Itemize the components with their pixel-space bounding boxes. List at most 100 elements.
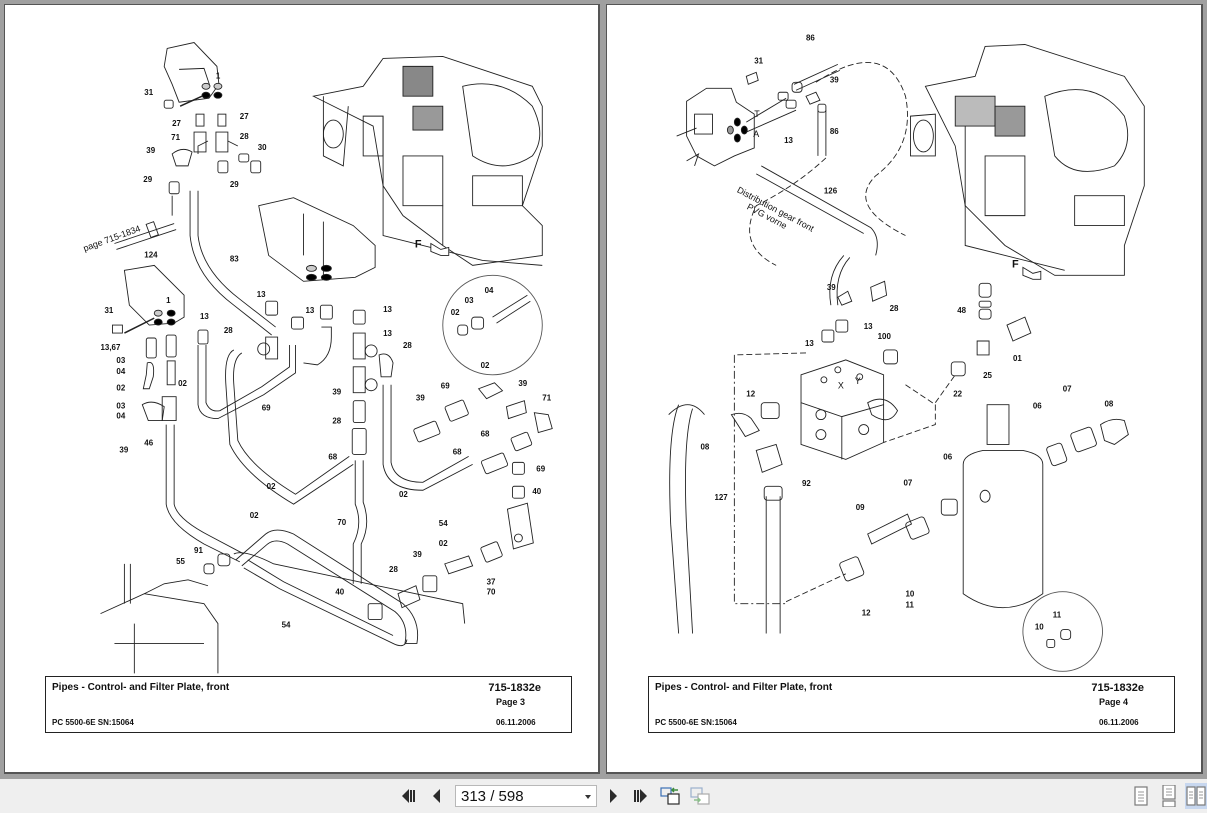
callout-label: 03 [116,402,125,411]
callout-label: 07 [1063,385,1072,394]
callout-label: 12 [862,609,871,618]
callout-label: 27 [172,119,181,128]
continuous-icon [1162,785,1176,807]
callout-label: 03 [116,356,125,365]
page-indicator: 313 / 598 [461,787,524,805]
page-4: 86 31 39 13 86 126 39 28 13 13 100 12 08… [606,4,1203,774]
callout-label: 13 [864,322,873,331]
callout-label: 39 [146,146,155,155]
page-number-select[interactable]: 313 / 598 [455,785,597,807]
callout-label: 124 [144,250,158,259]
callout-label: 02 [481,361,490,370]
callout-label: 55 [176,557,185,566]
parts-diagram-page-4: 86 31 39 13 86 126 39 28 13 13 100 12 08… [668,34,1145,672]
facing-view-button[interactable] [1185,783,1207,809]
callouts-right: 86 31 39 13 86 126 39 28 13 13 100 12 08… [701,34,1114,632]
callout-label: 02 [399,490,408,499]
callout-label: 83 [230,254,239,263]
continuous-view-button[interactable] [1158,785,1180,807]
callout-label: 70 [487,588,496,597]
callout-label: 04 [485,286,494,295]
callout-label: 69 [536,464,545,473]
callout-label: 01 [1013,354,1022,363]
callout-label: 54 [439,519,448,528]
callout-label: 29 [230,180,239,189]
callout-label: 13 [383,305,392,314]
callout-label: 30 [258,143,267,152]
callout-label: 10 [1035,623,1044,632]
callout-label: 13 [805,339,814,348]
drawing-title: Pipes - Control- and Filter Plate, front [52,682,230,693]
callout-label: 1 [216,71,221,80]
port-label-x: X [838,381,844,391]
single-page-icon [1134,786,1148,806]
last-page-button[interactable] [629,786,651,806]
next-page-button[interactable] [604,786,622,806]
callout-label: 68 [453,447,462,456]
triangle-left-icon [433,789,440,803]
callout-label: 28 [403,341,412,350]
callout-label: 126 [824,187,838,196]
facing-pages-icon [1186,786,1206,806]
callout-label: 13 [784,136,793,145]
callout-label: 02 [267,482,276,491]
callout-label: 28 [332,417,341,426]
nav-back-icon [660,787,680,805]
single-page-view-button[interactable] [1130,786,1152,806]
callout-label: 13,67 [101,343,121,352]
callout-label: 71 [542,394,551,403]
callout-label: 31 [144,88,153,97]
page-label: Page 4 [1099,697,1129,707]
go-forward-button[interactable] [689,786,713,806]
drawing-date: 06.11.2006 [1099,718,1139,727]
callout-label: 02 [178,379,187,388]
port-label-a: A [753,129,759,139]
callout-label: 39 [332,388,341,397]
callout-label: 31 [104,306,113,315]
callout-label: 29 [143,175,152,184]
parts-diagram-page-3: 1 31 27 27 71 28 30 39 29 29 124 83 1 31… [82,42,553,674]
callout-label: 100 [878,332,892,341]
drawing-title: Pipes - Control- and Filter Plate, front [655,682,833,693]
model-serial: PC 5500-6E SN:15064 [52,718,134,727]
callout-label: 39 [119,445,128,454]
callout-label: 13 [200,312,209,321]
callout-label: 25 [983,371,992,380]
callout-label: 22 [953,390,962,399]
callout-label: 39 [827,283,836,292]
model-serial: PC 5500-6E SN:15064 [655,718,737,727]
document-viewer[interactable]: 1 31 27 27 71 28 30 39 29 29 124 83 1 31… [0,0,1207,779]
callout-label: 86 [806,34,815,43]
title-block: Pipes - Control- and Filter Plate, front… [648,676,1175,733]
previous-page-button[interactable] [428,786,446,806]
callout-label: 27 [240,112,249,121]
first-page-button[interactable] [399,786,421,806]
direction-label: F [1012,258,1019,270]
doc-number: 715-1832e [1091,682,1144,694]
drawing-date: 06.11.2006 [496,718,536,727]
callout-label: 02 [250,511,259,520]
skip-back-icon [402,789,415,803]
callout-label: 12 [746,390,755,399]
page-3: 1 31 27 27 71 28 30 39 29 29 124 83 1 31… [4,4,600,774]
callout-label: 11 [905,601,914,610]
navigation-toolbar: 313 / 598 [0,779,1207,813]
callout-label: 54 [282,621,291,630]
callout-label: 127 [714,493,728,502]
callout-label: 39 [518,379,527,388]
callout-label: 06 [943,452,952,461]
go-back-button[interactable] [659,786,683,806]
callout-label: 08 [1104,400,1113,409]
callout-label: 04 [116,367,125,376]
callout-label: 04 [116,412,125,421]
callout-label: 02 [116,384,125,393]
callout-label: 06 [1033,402,1042,411]
nav-forward-icon [690,787,710,805]
callout-label: 07 [904,478,913,487]
callout-label: 39 [416,394,425,403]
callout-label: 40 [532,487,541,496]
callout-label: 13 [257,290,266,299]
callout-label: 28 [240,132,249,141]
callout-label: 03 [465,296,474,305]
doc-number: 715-1832e [488,682,541,694]
